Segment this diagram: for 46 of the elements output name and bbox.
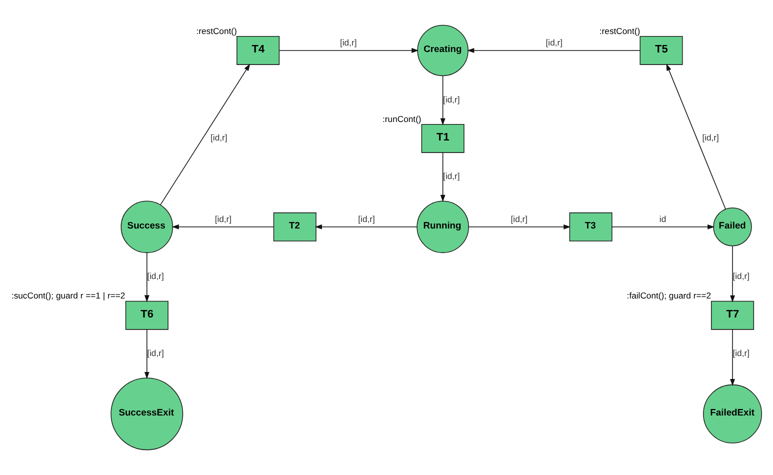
node-box: T3 (569, 212, 612, 242)
node-box: T2 (273, 212, 316, 242)
arrow (314, 224, 418, 230)
edge-label: [id,r] (443, 94, 460, 104)
node-circle: Success (120, 200, 174, 254)
edge-label: [id,r] (340, 38, 357, 48)
arrow (144, 329, 150, 380)
edge-label: [id,r] (147, 348, 164, 358)
node-box: T7 (710, 300, 754, 330)
arrow (730, 329, 735, 386)
node-box: T1 (421, 124, 464, 153)
edge-label: [id,r] (358, 214, 375, 224)
node-label: :restCont() (599, 26, 640, 36)
edge-label: [id,r] (510, 214, 528, 224)
edge-label: [id,r] (732, 348, 750, 358)
node-label: :restCont() (196, 26, 237, 36)
arrow (468, 224, 571, 230)
arrow (730, 246, 735, 302)
node-circle: Failed (713, 208, 752, 246)
node-circle: SuccessExit (110, 378, 184, 450)
node-box: T6 (125, 300, 168, 330)
node-label: :sucCont(); guard r ==1 | r==2 (11, 290, 126, 301)
edge-label: [id,r] (732, 271, 750, 282)
edge-label: [id,r] (214, 214, 232, 224)
arrow (278, 48, 419, 53)
node-box: T5 (640, 36, 683, 65)
arrow (440, 76, 446, 126)
arrow (467, 48, 640, 53)
arrow (144, 252, 150, 302)
arrow (666, 64, 726, 210)
edge-label: [id,r] (546, 38, 563, 48)
edge-label: [id,r] (210, 132, 228, 143)
edge-label: id (659, 214, 666, 224)
arrow (440, 152, 446, 202)
node-circle: FailedExit (703, 384, 762, 444)
node-label: :failCont(); guard r==2 (626, 290, 712, 301)
node-circle: Creating (417, 24, 468, 76)
node-box: T4 (236, 36, 280, 65)
node-circle: Running (416, 200, 469, 254)
arrow (612, 224, 715, 230)
node-label: :runCont() (382, 114, 422, 124)
arrow (160, 64, 250, 206)
edge-label: [id,r] (147, 271, 164, 282)
edge-label: [id,r] (702, 132, 719, 143)
edge-label: [id,r] (443, 171, 460, 182)
arrow (172, 224, 274, 230)
